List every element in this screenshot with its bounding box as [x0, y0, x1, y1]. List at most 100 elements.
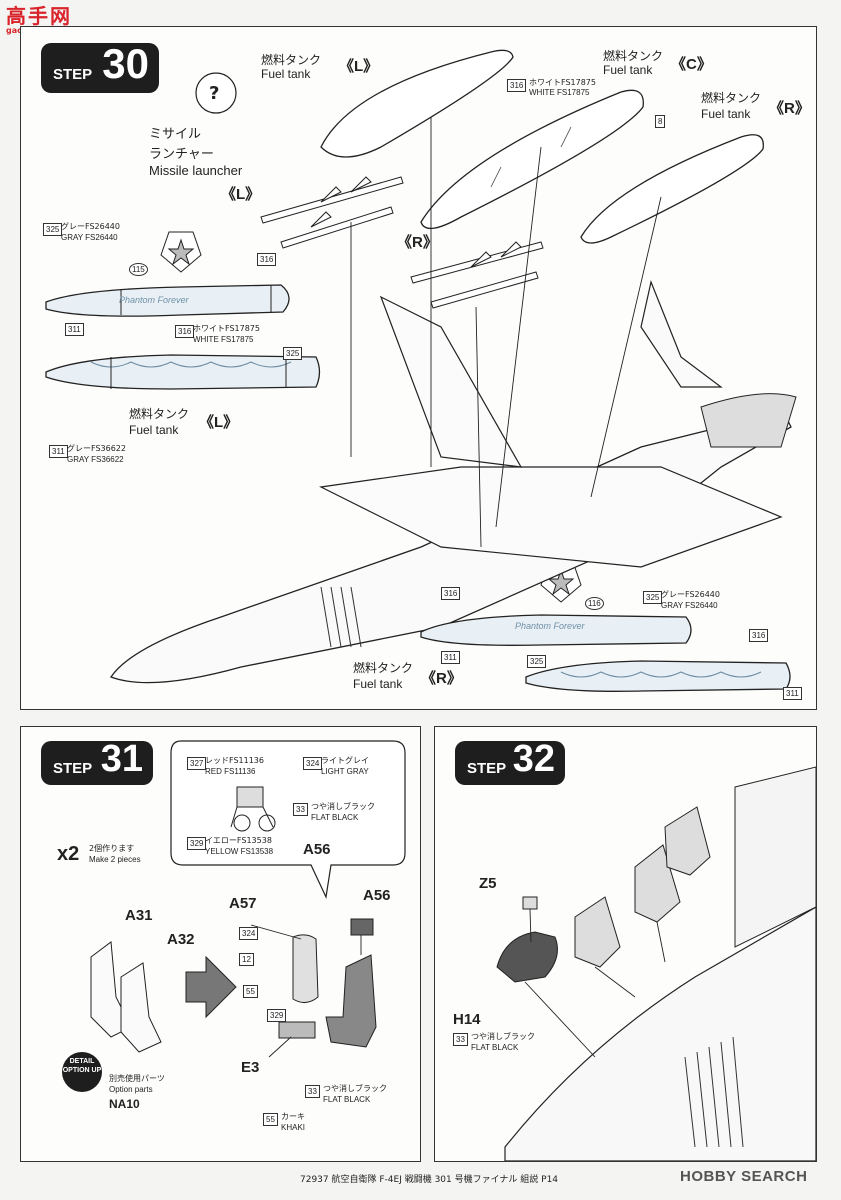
paint-code-324: 324 [303, 757, 323, 770]
svg-text:?: ? [209, 83, 219, 104]
missile-mark-l: 《L》 [221, 186, 261, 203]
paint-code-329-b: 329 [267, 1009, 287, 1022]
missile-mark-r: 《R》 [397, 234, 438, 251]
paint-code-55-a: 55 [243, 985, 258, 998]
phantom-text-right: Phantom Forever [515, 621, 585, 631]
paint-code-325-left: 325 [43, 223, 63, 236]
step-31-badge: STEP 31 [41, 738, 153, 785]
decal-115: 115 [129, 263, 148, 276]
star-decal-left [160, 231, 202, 273]
paint-code-325-left2: 325 [283, 347, 303, 360]
fuel-tank-r-top-jp: 燃料タンク [701, 91, 762, 105]
step-30-panel: ? STEP 30 燃料タンク Fuel tank 《L》 燃料タンク Fuel… [20, 26, 817, 710]
paint-code-311-left: 311 [65, 323, 84, 336]
part-12: 12 [239, 953, 254, 966]
step-number: 31 [100, 738, 143, 780]
paint-code-316-left: 316 [257, 253, 277, 266]
lightgray-jp: ライトグレイ [321, 756, 369, 765]
gray-fs36622-en: GRAY FS36622 [67, 455, 124, 464]
paint-code-325-right2: 325 [527, 655, 547, 668]
flatblack-en: FLAT BLACK [471, 1043, 519, 1052]
paint-code-325-right: 325 [643, 591, 663, 604]
step-label: STEP [53, 760, 93, 777]
paint-code-311-right: 311 [441, 651, 460, 664]
paint-code-316-center: 316 [507, 79, 527, 92]
yellow-en: YELLOW FS13538 [205, 847, 274, 856]
lightgray-en: LIGHT GRAY [321, 767, 369, 776]
page-footer: 72937 航空自衛隊 F-4EJ 戦闘機 301 号機ファイナル 組説 P14 [300, 1175, 559, 1185]
paint-code-311-gray: 311 [49, 445, 68, 458]
fuel-tank-l-bottom-mark: 《L》 [199, 414, 239, 431]
bubble-part-a56: A56 [303, 841, 331, 858]
gray-fs26440-left-jp: グレーFS26440 [61, 222, 120, 231]
white-fs17875-en: WHITE FS17875 [529, 88, 590, 97]
step-30-illustration: ? [45, 49, 797, 692]
paint-code-316-right2: 316 [749, 629, 769, 642]
flatblack-top-jp: つや消しブラック [311, 802, 375, 811]
fuel-tank-c-en: Fuel tank [603, 63, 653, 77]
fuel-tank-r-bottom-jp: 燃料タンク [353, 661, 414, 675]
step-30-badge: STEP 30 [41, 40, 159, 93]
flatblack-jp: つや消しブラック [471, 1032, 535, 1041]
fuel-tank-l-bottom-jp: 燃料タンク [129, 407, 190, 421]
step-31-illustration [90, 740, 406, 1058]
white-left-en: WHITE FS17875 [193, 335, 254, 344]
white-left-jp: ホワイトFS17875 [193, 324, 260, 333]
fuel-tank-l-top-mark: 《L》 [339, 58, 379, 75]
part-z5: Z5 [479, 875, 497, 892]
part-h14: H14 [453, 1011, 481, 1028]
option-parts-jp: 別売使用パーツ [109, 1074, 165, 1083]
fuel-tank-l-top-en: Fuel tank [261, 67, 311, 81]
part-8: 8 [655, 115, 666, 128]
paint-code-327: 327 [187, 757, 207, 770]
fuel-tank-r-bottom-en: Fuel tank [353, 677, 403, 691]
decal-116: 116 [585, 597, 604, 610]
step-label: STEP [53, 66, 93, 83]
part-a31: A31 [125, 907, 153, 924]
make2-en: Make 2 pieces [89, 855, 141, 864]
step-number: 32 [512, 738, 555, 780]
detail-badge-text: DETAIL OPTION UP [62, 1058, 102, 1074]
white-fs17875-jp: ホワイトFS17875 [529, 78, 596, 87]
watermark-site: 高手网 [6, 4, 72, 28]
fuel-tank-c-mark: 《C》 [671, 56, 712, 73]
khaki-en: KHAKI [281, 1123, 306, 1132]
gray-fs26440-right-en: GRAY FS26440 [661, 601, 718, 610]
part-a57: A57 [229, 895, 257, 912]
part-a56: A56 [363, 887, 391, 904]
flatblack-top-en: FLAT BLACK [311, 813, 359, 822]
missile-launcher-jp2: ランチャー [149, 147, 214, 162]
step-label: STEP [467, 760, 507, 777]
paint-code-55-khaki: 55 [263, 1113, 278, 1126]
missile-launcher-jp1: ミサイル [149, 127, 202, 142]
gray-fs26440-right-jp: グレーFS26440 [661, 590, 720, 599]
paint-code-33: 33 [453, 1033, 468, 1046]
step-32-badge: STEP 32 [455, 738, 565, 785]
paint-code-316-left2: 316 [175, 325, 195, 338]
paint-code-329: 329 [187, 837, 207, 850]
fuel-tank-l-top-jp: 燃料タンク [261, 53, 322, 67]
part-e3: E3 [241, 1059, 260, 1076]
missile-launcher-en: Missile launcher [149, 163, 243, 178]
step-32-panel: STEP 32 Z5 H14 33 つや消しブラック FLAT BLACK [434, 726, 817, 1162]
flatblack-bottom-jp: つや消しブラック [323, 1084, 387, 1093]
yellow-jp: イエローFS13538 [205, 836, 272, 845]
paint-code-33-top: 33 [293, 803, 308, 816]
step-32-illustration [496, 766, 816, 1161]
detail-option-up-badge: DETAIL OPTION UP [62, 1052, 102, 1092]
fuel-tank-l-bottom-en: Fuel tank [129, 423, 179, 437]
fuel-tank-r-top-mark: 《R》 [769, 100, 810, 117]
red-en: RED FS11136 [205, 767, 256, 776]
quantity-x2: x2 [57, 843, 80, 865]
gray-fs36622-jp: グレーFS36622 [67, 444, 126, 453]
fuel-tank-r-bottom-mark: 《R》 [421, 670, 462, 687]
phantom-text-left: Phantom Forever [119, 295, 189, 305]
paint-code-33-bottom: 33 [305, 1085, 320, 1098]
fuel-tank-r-top-en: Fuel tank [701, 107, 751, 121]
part-a32: A32 [167, 931, 195, 948]
make2-jp: 2個作ります [89, 844, 135, 853]
paint-code-316-right: 316 [441, 587, 461, 600]
paint-code-311-right2: 311 [783, 687, 802, 700]
khaki-jp: カーキ [281, 1112, 305, 1121]
hobbysearch-logo: HOBBY SEARCH [680, 1168, 808, 1185]
